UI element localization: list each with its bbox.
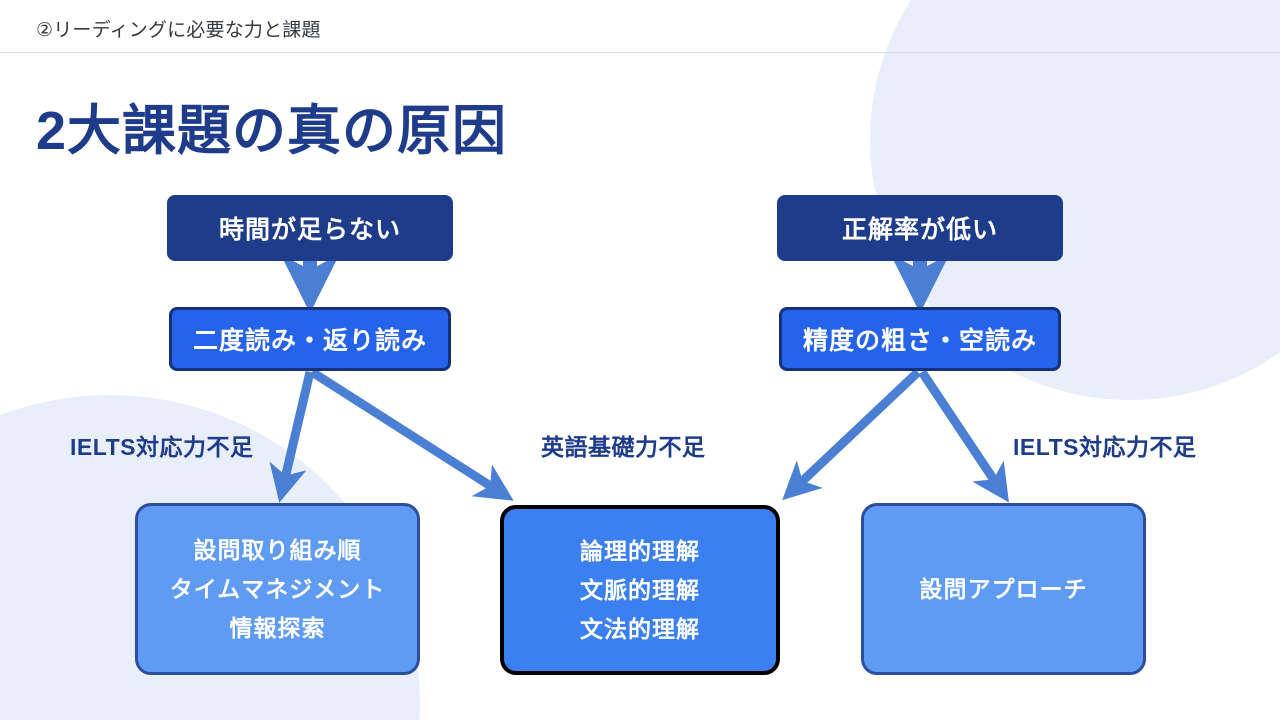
page-title: 2大課題の真の原因 [36, 101, 508, 161]
node-label-line: タイムマネジメント [169, 575, 386, 602]
node-label: 時間が足らない [218, 216, 401, 244]
breadcrumb: ②リーディングに必要な力と課題 [36, 20, 321, 41]
node-skill-right[interactable]: 設問アプローチ [861, 503, 1146, 675]
node-skill-center[interactable]: 論理的理解 文脈的理解 文法的理解 [500, 505, 780, 675]
slide-header: ②リーディングに必要な力と課題 [0, 0, 1280, 53]
node-cause-accuracy[interactable]: 正解率が低い [777, 195, 1063, 261]
node-label: 正解率が低い [841, 216, 998, 244]
edge-label-right: IELTS対応力不足 [1013, 434, 1197, 460]
node-label-line: 文法的理解 [580, 615, 700, 642]
node-label-line: 情報探索 [229, 614, 326, 641]
arrow-shallow-to-center-skill [782, 368, 922, 501]
edge-label-left: IELTS対応力不足 [70, 434, 254, 460]
arrow-shallow-to-right-skill [918, 369, 1009, 503]
node-label-line: 設問アプローチ [919, 575, 1088, 602]
node-label-line: 論理的理解 [580, 537, 700, 564]
node-label: 二度読み・返り読み [192, 327, 427, 355]
node-skill-left[interactable]: 設問取り組み順 タイムマネジメント 情報探索 [135, 503, 420, 675]
node-label: 精度の粗さ・空読み [802, 327, 1037, 355]
node-symptom-reread[interactable]: 二度読み・返り読み [169, 307, 451, 371]
node-label-line: 設問取り組み順 [193, 536, 362, 563]
node-cause-time[interactable]: 時間が足らない [167, 195, 453, 261]
node-symptom-shallow[interactable]: 精度の粗さ・空読み [779, 307, 1061, 371]
arrow-reread-to-center-skill [309, 368, 514, 501]
edge-label-center: 英語基礎力不足 [541, 434, 706, 460]
node-label-line: 文脈的理解 [580, 576, 700, 603]
